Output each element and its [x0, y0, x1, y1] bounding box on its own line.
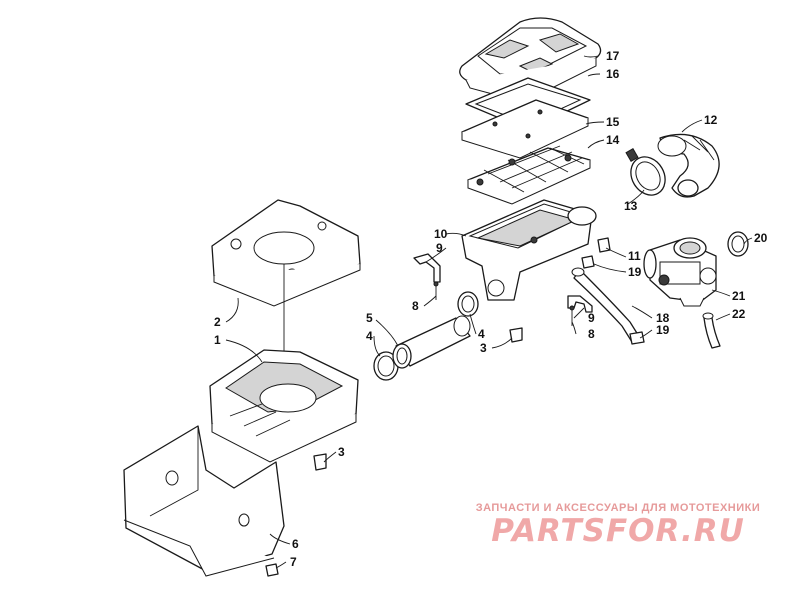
watermark-tagline: ЗАПЧАСТИ И АКСЕССУАРЫ ДЛЯ МОТОТЕХНИКИ [475, 502, 761, 514]
callout-9b: 9 [588, 311, 595, 325]
boot-clamp-13 [625, 147, 666, 196]
callout-15: 15 [606, 115, 620, 129]
filter-cage [467, 145, 591, 205]
callout-18: 18 [656, 311, 670, 325]
watermark: ЗАПЧАСТИ И АКСЕССУАРЫ ДЛЯ МОТОТЕХНИКИ PA… [458, 502, 778, 548]
callout-13: 13 [624, 199, 638, 213]
callout-6: 6 [292, 537, 299, 551]
duct-clamp-4a [457, 291, 479, 317]
callout-4a: 4 [478, 327, 485, 341]
callout-16: 16 [606, 67, 620, 81]
lower-tray [209, 349, 359, 463]
callout-7: 7 [290, 555, 297, 569]
callout-19b: 19 [656, 323, 670, 337]
callout-11: 11 [628, 249, 641, 263]
intake-duct [392, 315, 471, 369]
hose-clamp-19a [581, 255, 595, 269]
callout-3b: 3 [338, 445, 345, 459]
screw-8b [569, 305, 575, 326]
callout-5: 5 [366, 311, 373, 325]
carb-vent-hose [702, 312, 721, 349]
callout-3a: 3 [480, 341, 487, 355]
clip-11 [597, 237, 611, 253]
callout-2: 2 [214, 315, 221, 329]
hose-clamp-19b [629, 331, 645, 345]
callout-22: 22 [732, 307, 746, 321]
airbox-lid-cover [459, 17, 602, 99]
grommet-3a [509, 327, 523, 343]
callout-8b: 8 [588, 327, 595, 341]
filter-plate [461, 99, 589, 159]
callout-1: 1 [214, 333, 221, 347]
carburetor [643, 237, 717, 307]
grommet-3b [313, 453, 327, 471]
callout-19a: 19 [628, 265, 642, 279]
callout-10: 10 [434, 227, 448, 241]
callout-8a: 8 [412, 299, 419, 313]
watermark-logo: PARTSFOR.RU [491, 513, 745, 549]
callout-21: 21 [732, 289, 746, 303]
callout-14: 14 [606, 133, 620, 147]
callout-17: 17 [606, 49, 620, 63]
airbox-body [461, 199, 597, 301]
intake-boot [657, 133, 720, 198]
drain-hose [571, 267, 641, 343]
callout-20: 20 [754, 231, 768, 245]
callout-labels: 17 16 15 14 12 13 10 9 11 19 20 21 22 18… [214, 49, 768, 569]
lower-shroud [123, 425, 285, 577]
leader-lines [225, 55, 753, 569]
screw-8a [433, 281, 439, 300]
mounting-plate [211, 199, 361, 380]
carb-clamp-20 [727, 231, 749, 257]
callout-4b: 4 [366, 329, 373, 343]
callout-12: 12 [704, 113, 718, 127]
callout-9a: 9 [436, 241, 443, 255]
bracket-9a [413, 253, 441, 283]
bolt-7 [265, 563, 279, 577]
